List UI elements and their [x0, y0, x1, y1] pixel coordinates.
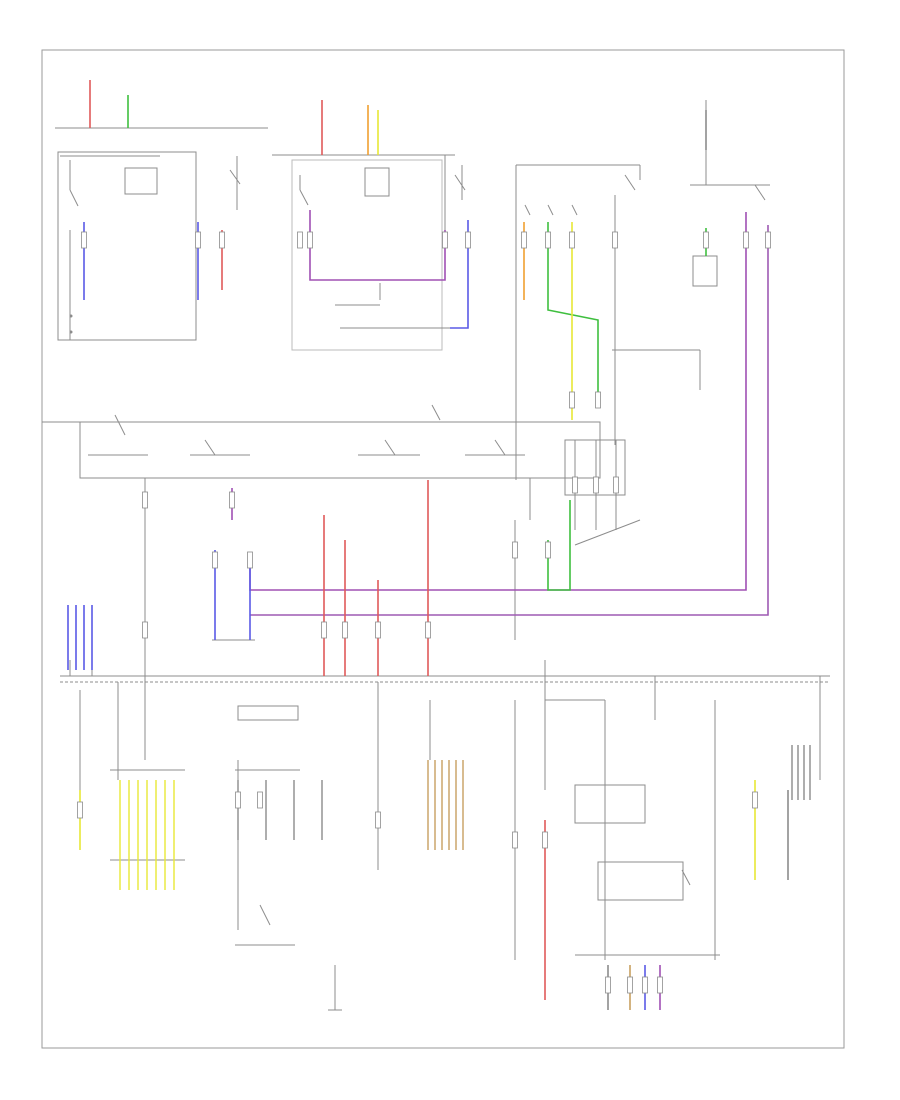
- connector-icon: [627, 976, 633, 994]
- bottom-left-components: [69, 660, 185, 861]
- connector-icon: [142, 621, 148, 639]
- wire-blue-center: [450, 220, 469, 329]
- connector-group: [77, 231, 771, 994]
- connector-icon: [425, 621, 431, 639]
- connector-icon: [342, 621, 348, 639]
- connector-icon: [657, 976, 663, 994]
- connector-icon: [229, 491, 235, 509]
- connector-icon: [703, 231, 709, 249]
- connector-icon: [77, 801, 83, 819]
- connector-icon: [593, 476, 599, 494]
- diagram-frame: [41, 49, 845, 1049]
- connector-icon: [569, 231, 575, 249]
- wire-purple-center-loop: [309, 210, 446, 281]
- top-left-relay-block: [55, 127, 268, 341]
- connector-icon: [545, 231, 551, 249]
- wire-green-right: [547, 222, 599, 400]
- connector-icon: [765, 231, 771, 249]
- connector-icon: [321, 621, 327, 639]
- connector-icon: [307, 231, 313, 249]
- wire-green-relay: [547, 500, 571, 591]
- connector-icon: [257, 791, 263, 809]
- connector-icon: [297, 231, 303, 249]
- connector-icon: [743, 231, 749, 249]
- ignition-switch-assembly: [42, 404, 601, 760]
- connector-icon: [465, 231, 471, 249]
- bottom-right-components: [514, 660, 720, 960]
- bottom-center-components: [235, 682, 431, 1011]
- wire-violet-long: [250, 225, 769, 616]
- connector-icon: [542, 831, 548, 849]
- connector-icon: [512, 541, 518, 559]
- connector-icon: [142, 491, 148, 509]
- connector-icon: [375, 621, 381, 639]
- top-right-relay-block: [515, 100, 770, 480]
- right-relay-module: [514, 439, 641, 640]
- connector-icon: [512, 831, 518, 849]
- connector-icon: [81, 231, 87, 249]
- connector-icon: [595, 391, 601, 409]
- connector-icon: [545, 541, 551, 559]
- connector-icon: [605, 976, 611, 994]
- colored-wire-group: [67, 80, 811, 1010]
- main-bus: [60, 639, 830, 780]
- connector-icon: [642, 976, 648, 994]
- connector-icon: [442, 231, 448, 249]
- connector-icon: [219, 231, 225, 249]
- connector-icon: [612, 231, 618, 249]
- connector-icon: [247, 551, 253, 569]
- connector-icon: [195, 231, 201, 249]
- connector-icon: [569, 391, 575, 409]
- top-center-relay-block: [272, 154, 466, 351]
- connector-icon: [375, 811, 381, 829]
- connector-icon: [235, 791, 241, 809]
- connector-icon: [752, 791, 758, 809]
- connector-icon: [613, 476, 619, 494]
- connector-icon: [212, 551, 218, 569]
- connector-icon: [572, 476, 578, 494]
- connector-icon: [521, 231, 527, 249]
